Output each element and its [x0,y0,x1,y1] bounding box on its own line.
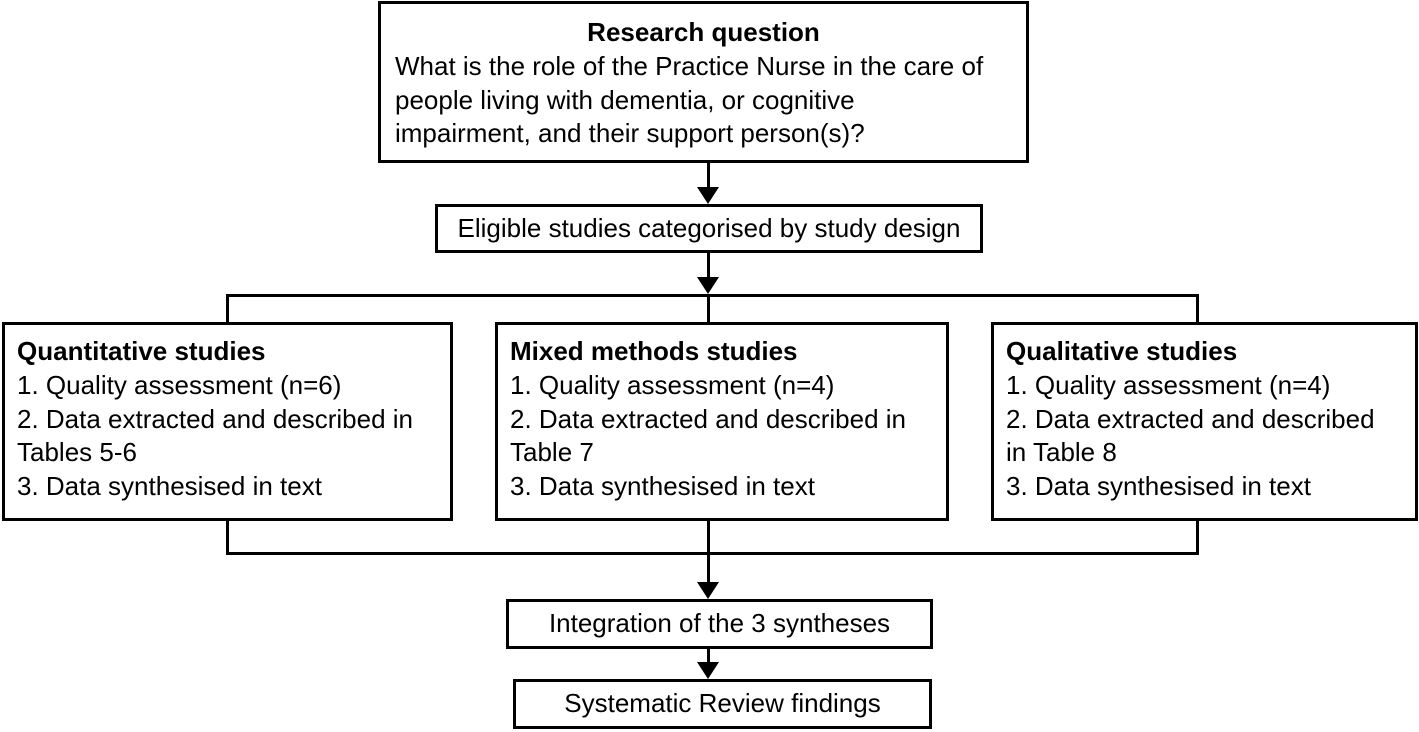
findings-label: Systematic Review findings [564,688,881,719]
quantitative-heading: Quantitative studies [17,336,266,366]
connector-merge-to-integration-line [707,518,710,584]
mixed-methods-step-3: 3. Data synthesised in text [510,471,815,502]
connector-split-bus-centre-drop [707,294,710,324]
node-quantitative-studies: Quantitative studies 1. Quality assessme… [2,322,453,521]
qualitative-step-1: 1. Quality assessment (n=4) [1006,369,1331,400]
connector-merge-to-integration-arrowhead [697,582,719,599]
connector-merge-bus-left-drop [226,518,229,555]
connector-merge-bus-right-drop [1196,518,1199,555]
connector-research-to-eligible-arrowhead [697,187,719,204]
mixed-methods-heading: Mixed methods studies [510,336,798,366]
node-eligible-studies: Eligible studies categorised by study de… [435,204,983,253]
node-systematic-review-findings: Systematic Review findings [513,679,932,729]
research-question-line-1: What is the role of the Practice Nurse i… [395,50,984,81]
eligible-studies-label: Eligible studies categorised by study de… [457,212,961,243]
mixed-methods-step-2-line-1: 2. Data extracted and described in [510,403,907,434]
connector-split-bus-horizontal [226,294,1199,297]
node-mixed-methods-studies: Mixed methods studies 1. Quality assessm… [495,322,949,521]
connector-integration-to-findings-arrowhead [697,662,719,679]
connector-split-bus-left-drop [226,294,229,324]
research-question-heading: Research question [587,17,820,47]
connector-research-to-eligible-line [707,163,710,189]
qualitative-step-3: 3. Data synthesised in text [1006,471,1311,502]
quantitative-step-3: 3. Data synthesised in text [17,471,322,502]
quantitative-step-2-line-1: 2. Data extracted and described in [17,403,414,434]
connector-merge-bus-horizontal [226,552,1199,555]
node-research-question: Research question What is the role of th… [378,1,1029,163]
connector-eligible-to-split-arrowhead [697,277,719,294]
qualitative-heading: Qualitative studies [1006,336,1238,366]
mixed-methods-step-2-line-2: Table 7 [510,437,594,468]
node-integration: Integration of the 3 syntheses [506,599,933,649]
connector-eligible-to-split-line [707,253,710,279]
research-question-line-2: people living with dementia, or cognitiv… [395,84,855,115]
connector-split-bus-right-drop [1196,294,1199,324]
quantitative-step-2-line-2: Tables 5-6 [17,437,137,468]
node-qualitative-studies: Qualitative studies 1. Quality assessmen… [991,322,1418,521]
mixed-methods-step-1: 1. Quality assessment (n=4) [510,369,835,400]
integration-label: Integration of the 3 syntheses [548,608,891,639]
qualitative-step-2-line-1: 2. Data extracted and described [1006,403,1375,434]
quantitative-step-1: 1. Quality assessment (n=6) [17,369,342,400]
connector-integration-to-findings-line [707,649,710,665]
research-question-line-3: impairment, and their support person(s)? [395,118,865,149]
qualitative-step-2-line-2: in Table 8 [1006,437,1117,468]
